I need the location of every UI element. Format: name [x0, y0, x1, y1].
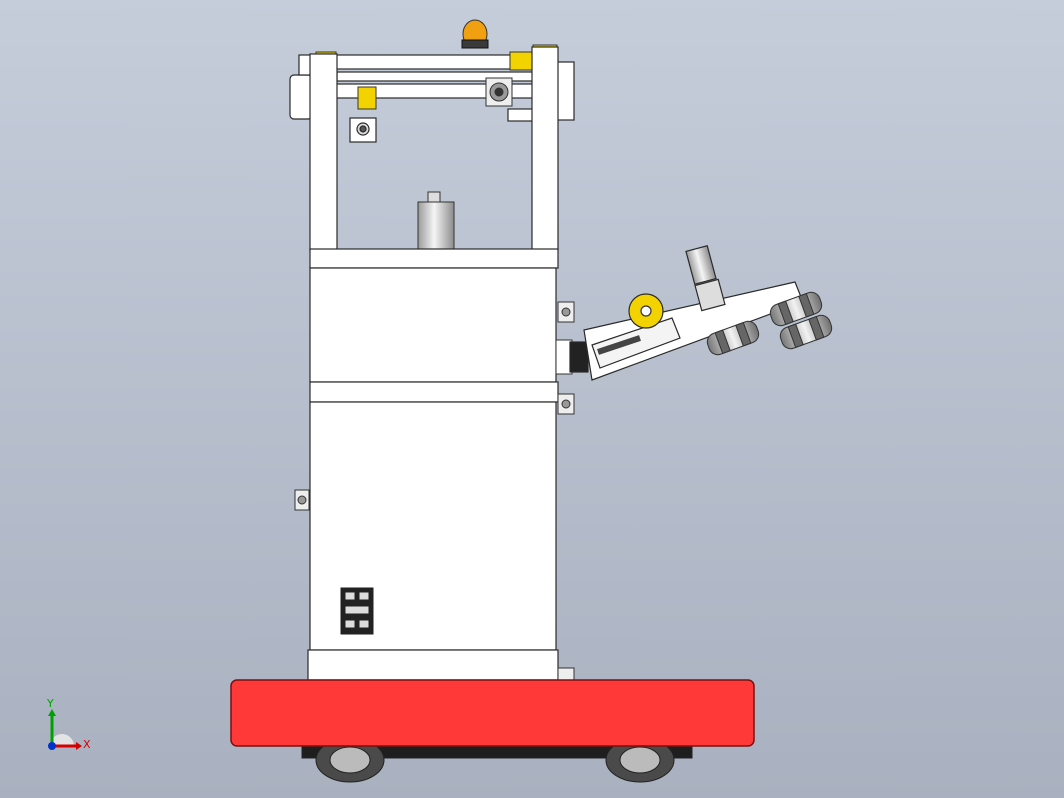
lower-cabinet[interactable]: [307, 401, 559, 681]
mast-frame[interactable]: [309, 46, 559, 251]
red-base[interactable]: [230, 679, 755, 747]
motor-cylinder[interactable]: [417, 191, 455, 251]
brush-wheels[interactable]: [705, 290, 834, 357]
y-axis-arrow: [48, 709, 56, 716]
arm-assembly[interactable]: [569, 244, 804, 381]
axis-triad: [48, 709, 82, 750]
x-axis-arrow: [76, 742, 82, 750]
z-axis-dot: [48, 742, 56, 750]
beacon-light[interactable]: [461, 19, 489, 49]
arm-motor: [685, 244, 726, 312]
control-panel[interactable]: [340, 587, 374, 635]
y-axis-label: Y: [47, 697, 54, 710]
upper-cabinet[interactable]: [309, 248, 559, 403]
x-axis-label: X: [83, 738, 91, 751]
